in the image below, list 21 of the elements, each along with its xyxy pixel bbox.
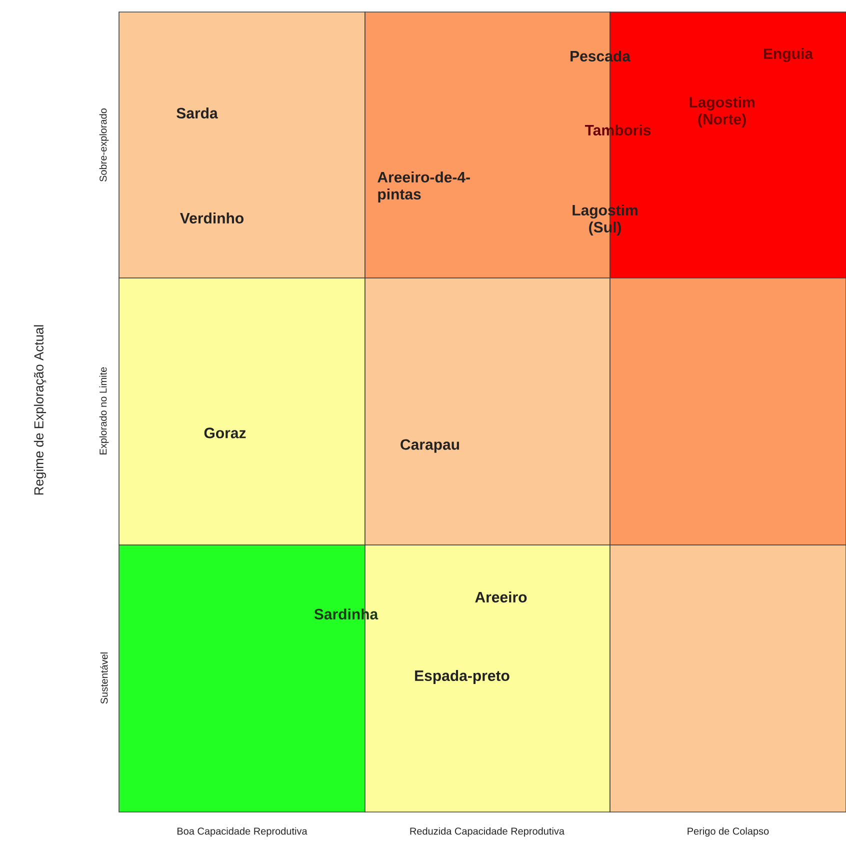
row-label: Explorado no Limite xyxy=(99,367,109,454)
grid-cell xyxy=(610,278,846,546)
species-name: Espada-preto xyxy=(415,670,510,684)
species-name: Areeiro-de-4-pintas xyxy=(378,172,470,202)
species-name: Sarda xyxy=(176,108,218,118)
column-label: Perigo de Colapso xyxy=(688,827,769,837)
species-name: Goraz xyxy=(204,428,246,438)
species-name: Enguia xyxy=(764,48,814,62)
species-name: Verdinho xyxy=(180,212,244,224)
species-name: Areeiro xyxy=(475,592,527,602)
grid-cell xyxy=(364,278,610,546)
species-name: Carapau xyxy=(400,439,460,453)
row-label: Sustentável xyxy=(100,652,108,704)
column-label: Reduzida Capacidade Reprodutiva xyxy=(410,827,565,837)
grid-cell xyxy=(118,278,366,546)
grid-cell xyxy=(118,12,366,278)
axis-title: Regime de Exploração Actual xyxy=(34,325,46,495)
grid-cell xyxy=(610,544,846,812)
column-label: Boa Capacidade Reprodutiva xyxy=(178,827,308,837)
species-name: Lagostim (Norte) xyxy=(690,96,754,128)
row-label: Sobre-explorado xyxy=(99,108,109,182)
